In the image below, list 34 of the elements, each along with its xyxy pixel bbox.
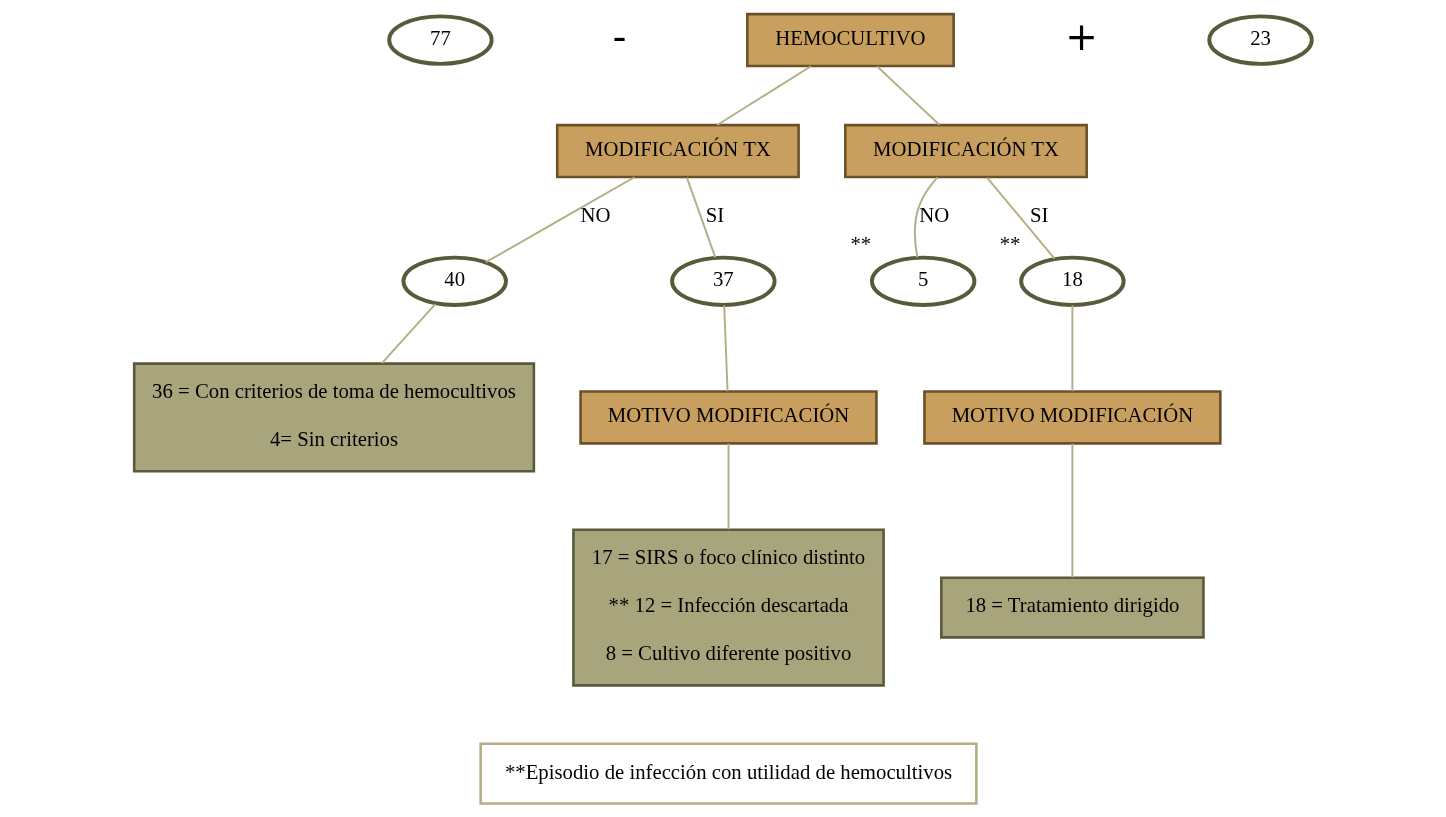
connector <box>727 442 730 531</box>
node-ellipse: 18 <box>1019 255 1126 307</box>
node-box: MOTIVO MODIFICACIÓN <box>579 390 878 445</box>
edge-label: SI <box>705 204 725 227</box>
connector <box>723 304 729 393</box>
node-box: **Episodio de infección con utilidad de hemocultivos <box>479 742 978 805</box>
connector <box>716 65 812 126</box>
node-box: 18 = Tratamiento dirigido <box>940 576 1205 639</box>
node-label: ** <box>999 232 1021 255</box>
node-ellipse: 40 <box>401 255 508 307</box>
node-box: 17 = SIRS o foco clínico distinto ** 12 = Infección descartada 8 = Cultivo diferente positivo <box>572 528 885 687</box>
node-box: MOTIVO MODIFICACIÓN <box>923 390 1222 445</box>
connector <box>1071 442 1074 579</box>
connector <box>484 176 636 264</box>
connector <box>381 303 437 365</box>
connector <box>913 176 939 259</box>
edge-label: SI <box>1030 204 1049 227</box>
label: + <box>1065 13 1098 59</box>
connector <box>876 65 941 126</box>
node-ellipse: 37 <box>670 255 777 307</box>
node-ellipse: 23 <box>1207 14 1314 66</box>
node-box: HEMOCULTIVO <box>746 12 955 68</box>
node-box: MODIFICACIÓN TX <box>555 123 800 179</box>
edge-label: NO <box>919 204 950 227</box>
edge-label: NO <box>580 204 611 227</box>
connector <box>685 176 717 259</box>
connector <box>1071 304 1074 393</box>
node-box: 36 = Con criterios de toma de hemocultivos 4= Sin criterios <box>132 362 536 473</box>
node-ellipse: 77 <box>387 14 494 66</box>
label: - <box>612 13 627 59</box>
node-box: MODIFICACIÓN TX <box>844 123 1088 179</box>
connector <box>986 176 1056 260</box>
node-label: ** <box>850 232 872 255</box>
node-ellipse: 5 <box>869 255 977 307</box>
